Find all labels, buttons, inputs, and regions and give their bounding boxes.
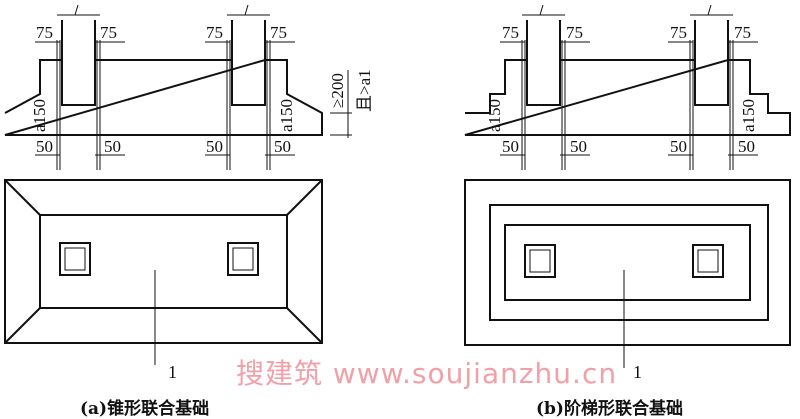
dim-75: 75: [100, 23, 117, 42]
dim-height-note: 且>a1: [355, 69, 374, 112]
dim-a1-150: a150: [485, 99, 504, 132]
caption-b: (b)阶梯形联合基础: [536, 399, 683, 419]
dim-75: 75: [206, 23, 223, 42]
plan-a: [4, 179, 323, 365]
dim-75: 75: [670, 23, 687, 42]
plan-b: [464, 179, 791, 368]
dim-height: ≥200: [328, 73, 347, 108]
callout-1-a: 1: [168, 362, 177, 382]
dim-75: 75: [566, 23, 583, 42]
dim-50: 50: [104, 137, 121, 156]
dim-50: 50: [570, 137, 587, 156]
dim-75: 75: [734, 23, 751, 42]
dim-75: 75: [270, 23, 287, 42]
dim-50: 50: [738, 137, 755, 156]
section-a-dimensions: 75 75 75 75 50 50 50 50 a150 a150 ≥200 且…: [30, 23, 374, 156]
dim-a1-150: a150: [739, 99, 758, 132]
dim-75: 75: [36, 23, 53, 42]
dim-a1-150: a150: [277, 99, 296, 132]
section-b: [464, 4, 791, 170]
caption-a: (a)锥形联合基础: [80, 399, 210, 419]
dim-50: 50: [274, 137, 291, 156]
section-b-dimensions: 75 75 75 75 50 50 50 50 a150 a150: [485, 23, 758, 156]
dim-50: 50: [670, 137, 687, 156]
section-a: [4, 4, 352, 170]
dim-75: 75: [502, 23, 519, 42]
callout-1-b: 1: [633, 362, 642, 382]
dim-50: 50: [36, 137, 53, 156]
dim-50: 50: [502, 137, 519, 156]
watermark: 搜建筑 www.soujianzhu.cn: [236, 357, 618, 390]
dim-a1-150: a150: [30, 99, 49, 132]
dim-50: 50: [206, 137, 223, 156]
